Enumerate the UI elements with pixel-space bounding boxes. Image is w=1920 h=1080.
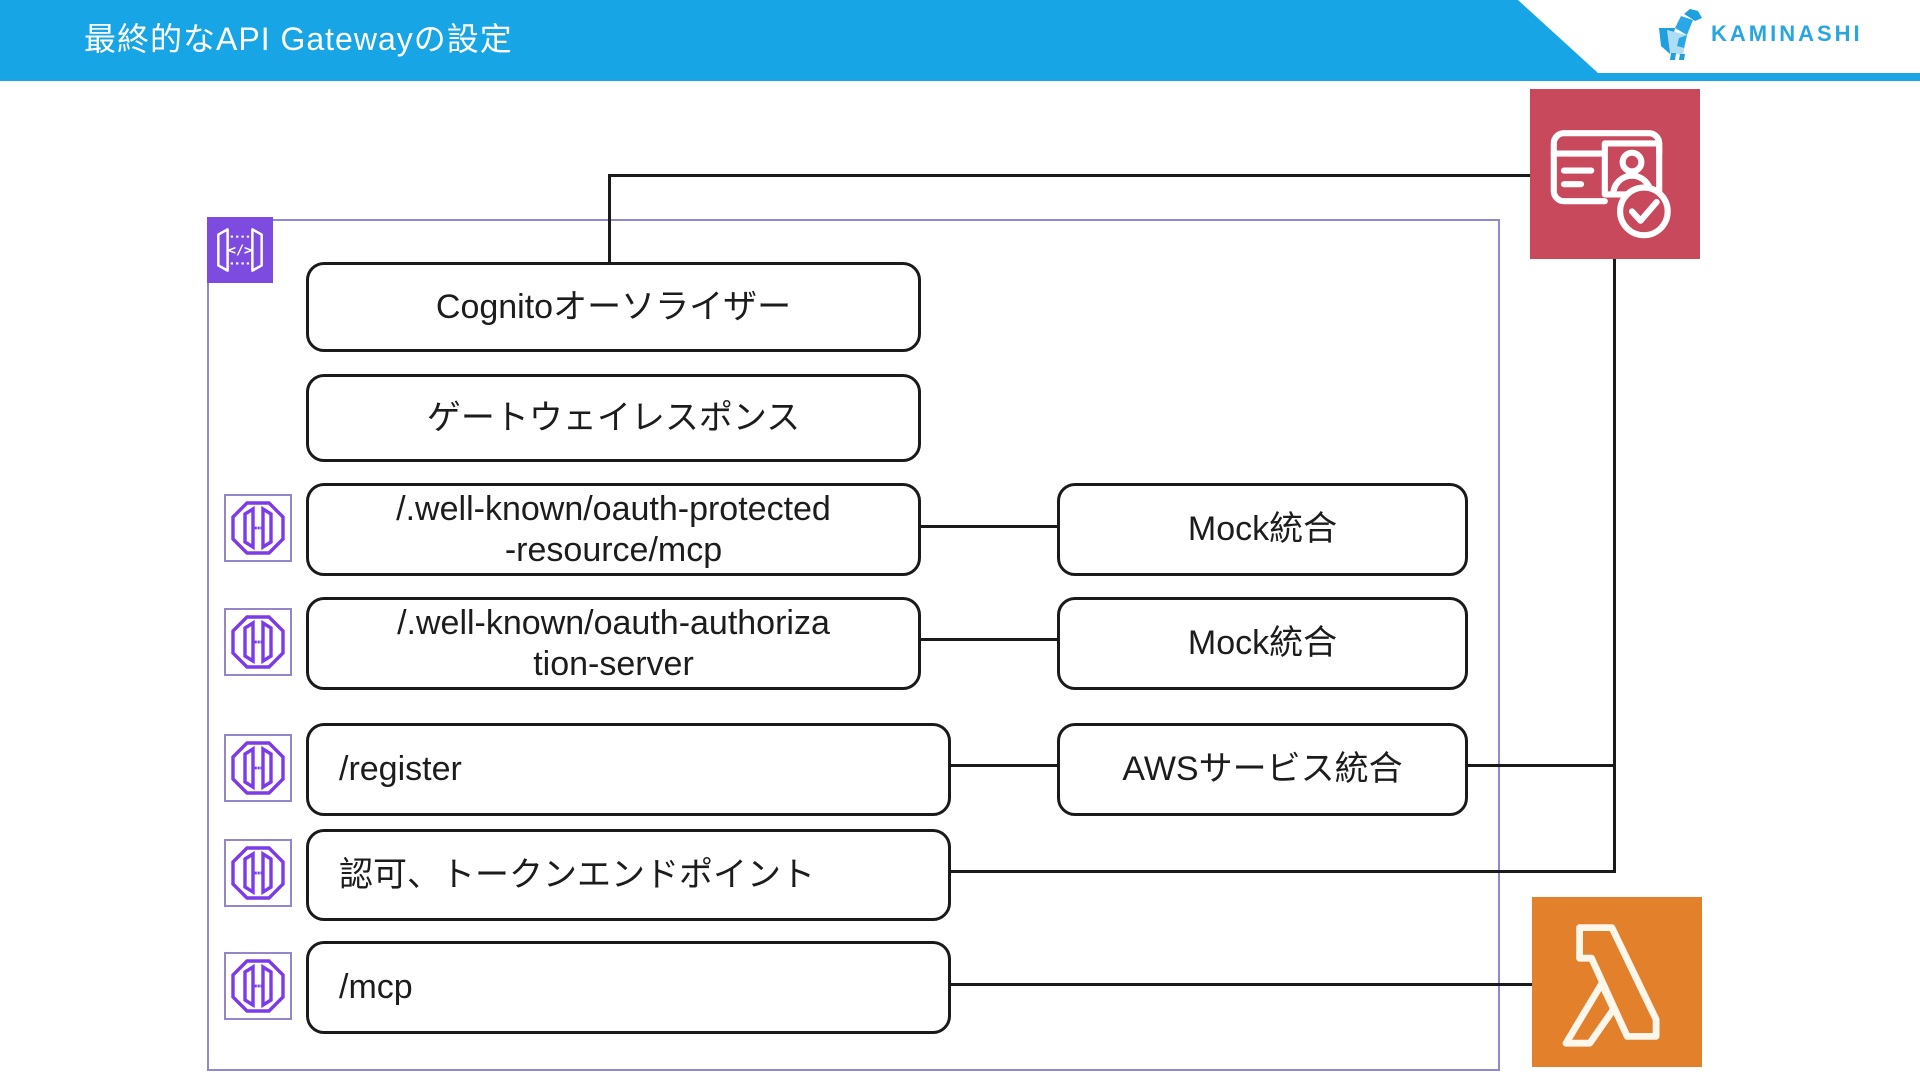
resource-box-mcp: /mcp (306, 941, 951, 1034)
connector-authorizer-vertical (608, 174, 611, 262)
connector-awsintegration-cognito (1462, 764, 1616, 767)
resource-octagon-icon (224, 608, 292, 676)
resource-octagon-icon (224, 734, 292, 802)
connector-register-awsintegration (915, 764, 1057, 767)
kaminashi-goat-icon (1659, 9, 1702, 60)
resource-box-oauth-authorization: /.well-known/oauth-authoriza tion-server (306, 597, 921, 690)
brand-wordmark: KAMINASHI (1711, 21, 1863, 46)
resource-label: /mcp (339, 968, 413, 1007)
resource-octagon-icon (224, 494, 292, 562)
integration-label: AWSサービス統合 (1122, 750, 1403, 789)
api-gateway-container (207, 219, 1500, 1071)
connector-mcp-lambda (915, 983, 1532, 986)
svg-text:</>: </> (228, 244, 252, 259)
gateway-response-box: ゲートウェイレスポンス (306, 374, 921, 462)
resource-box-oauth-protected: /.well-known/oauth-protected -resource/m… (306, 483, 921, 576)
resource-label: /.well-known/oauth-authoriza tion-server (397, 604, 830, 683)
cognito-authorizer-box: Cognitoオーソライザー (306, 262, 921, 352)
api-gateway-icon: </> (207, 217, 273, 283)
resource-octagon-icon (224, 839, 292, 907)
header-accent-strip (0, 73, 1920, 81)
cognito-verified-id-icon (1530, 89, 1700, 259)
gateway-response-label: ゲートウェイレスポンス (426, 398, 801, 437)
aws-service-integration-box: AWSサービス統合 (1057, 723, 1468, 816)
resource-label: /register (339, 750, 462, 789)
connector-token-endpoint-cognito (915, 870, 1616, 873)
connector-authorizer-horizontal (608, 174, 1533, 177)
mock-integration-box-2: Mock統合 (1057, 597, 1468, 690)
connector-cognito-vertical (1613, 258, 1616, 873)
connector-resource2-mock2 (915, 638, 1057, 641)
resource-label: /.well-known/oauth-protected -resource/m… (396, 490, 831, 569)
resource-box-token-endpoint: 認可、トークンエンドポイント (306, 829, 951, 921)
connector-resource1-mock1 (915, 525, 1057, 528)
resource-octagon-icon (224, 952, 292, 1020)
header-bar (0, 0, 1598, 73)
lambda-icon (1532, 897, 1702, 1067)
resource-box-register: /register (306, 723, 951, 816)
mock-integration-box-1: Mock統合 (1057, 483, 1468, 576)
integration-label: Mock統合 (1187, 624, 1338, 663)
page-title: 最終的なAPI Gatewayの設定 (84, 20, 513, 57)
brand-logo: KAMINASHI (1657, 6, 1863, 62)
resource-label: 認可、トークンエンドポイント (339, 855, 815, 894)
cognito-authorizer-label: Cognitoオーソライザー (435, 287, 792, 326)
integration-label: Mock統合 (1187, 510, 1338, 549)
